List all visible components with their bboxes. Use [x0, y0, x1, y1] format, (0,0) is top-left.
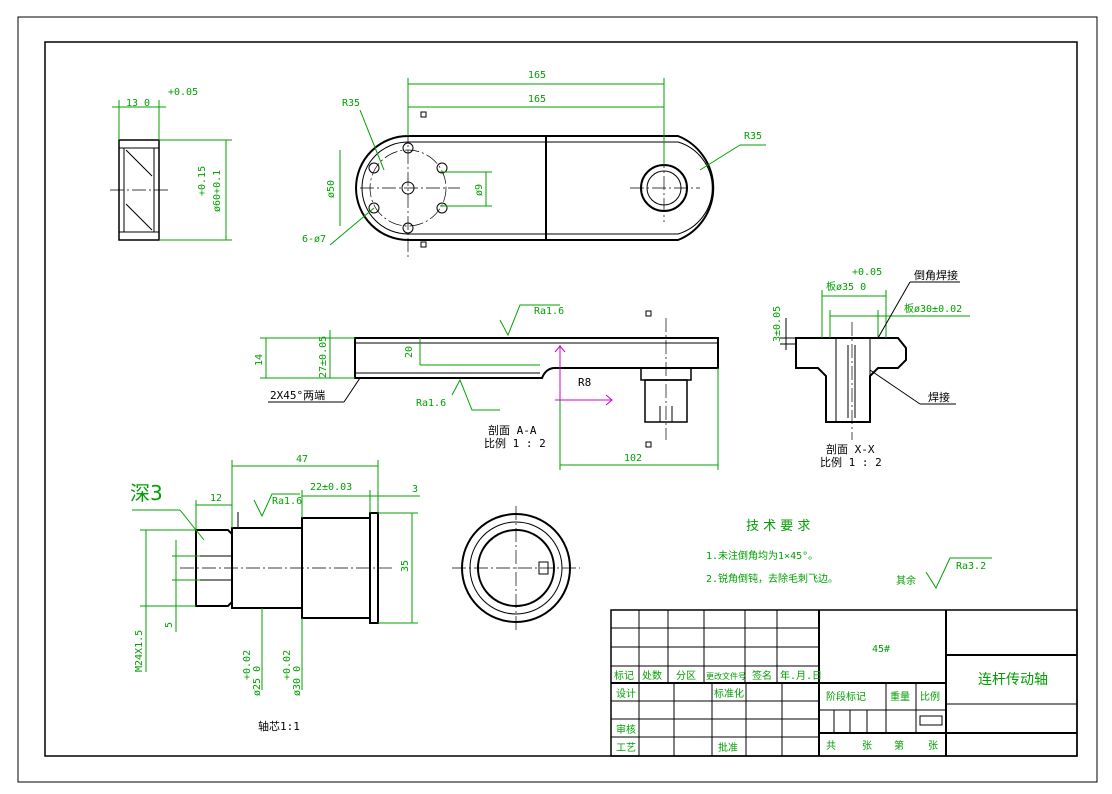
title-block: 45# 连杆传动轴 标记 处数 分区 更改文件号 签名 年.月.日 设计 标准化… — [610, 609, 1078, 757]
ring-tol-label: +0.05 — [168, 87, 198, 98]
ring-view: +0.05 13 0 +0.15 ø60+0.1 — [110, 87, 232, 241]
r35-left-label: R35 — [342, 98, 360, 109]
inner-border — [44, 41, 1078, 757]
xx-dim3-label: 3±0.05 — [772, 306, 783, 342]
hdr-date: 年.月.日 — [780, 669, 822, 682]
material-label: 45# — [872, 644, 890, 655]
xx-tol-label: +0.05 — [852, 267, 882, 278]
number-label: 第 — [894, 739, 904, 752]
section-aa-scale: 比例 1 : 2 — [484, 436, 546, 450]
thread-label: M24X1.5 — [134, 630, 145, 672]
shaft-ra-label: Ra1.6 — [272, 496, 302, 507]
weight-label: 重量 — [890, 690, 910, 703]
dim47-label: 47 — [296, 454, 308, 465]
dim35-label: 35 — [400, 560, 411, 572]
dia25-label: ø25 0 — [252, 666, 263, 696]
shaft-end-view — [452, 506, 580, 630]
part-name: 连杆传动轴 — [978, 672, 1048, 688]
stage-label: 阶段标记 — [826, 690, 866, 703]
tol30-label: +0.02 — [282, 650, 293, 680]
outer-border — [17, 16, 1098, 783]
section-aa-view: Ra1.6 Ra1.6 14 27±0.05 20 2X45°两端 R8 102… — [254, 304, 719, 470]
standard-label: 标准化 — [714, 687, 744, 700]
plate30-label: 板ø30±0.02 — [904, 302, 962, 315]
technical-requirements: 技 术 要 求 1.未注倒角均为1×45°。 2.锐角倒钝，去除毛刺飞边。 其余… — [706, 519, 992, 590]
section-aa-title: 剖面 A-A — [488, 423, 537, 437]
dim3-label: 3 — [412, 484, 418, 495]
dim5-label: 5 — [164, 622, 175, 628]
requirements-title: 技 术 要 求 — [746, 519, 810, 534]
tol25-label: +0.02 — [242, 650, 253, 680]
ratio-label: 比例 — [920, 690, 940, 703]
ra-bottom-label: Ra1.6 — [416, 398, 446, 409]
section-xx-view: +0.05 板ø35 0 倒角焊接 板ø30±0.02 3±0.05 焊接 剖面… — [772, 267, 970, 469]
weld-chamfer-label: 倒角焊接 — [914, 268, 958, 282]
dia30-label: ø30 0 — [292, 666, 303, 696]
weld-label: 焊接 — [928, 390, 950, 404]
shaft-view: 深3 47 12 Ra1.6 22±0.03 3 35 5 M24X1.5 +0… — [130, 454, 420, 733]
chamfer-note: 2X45°两端 — [270, 389, 325, 402]
shaft-scale-label: 轴芯1:1 — [258, 719, 300, 733]
ra-top-label: Ra1.6 — [534, 306, 564, 317]
hdr-mark: 标记 — [614, 670, 634, 682]
requirement-item-1: 1.未注倒角均为1×45°。 — [706, 549, 818, 562]
review-label: 审核 — [616, 723, 636, 736]
dim22-label: 22±0.03 — [310, 482, 352, 493]
requirement-item-2: 2.锐角倒钝，去除毛刺飞边。 — [706, 572, 838, 585]
sheet-label-1: 张 — [862, 740, 872, 752]
depth-label: 深3 — [130, 481, 163, 505]
dim20-label: 20 — [404, 346, 415, 358]
total-label: 共 — [826, 740, 836, 752]
section-xx-scale: 比例 1 : 2 — [820, 455, 882, 469]
ring-tol2-label: +0.15 — [197, 166, 208, 196]
hdr-doc: 更改文件号 — [706, 671, 746, 681]
dia9-label: ø9 — [474, 184, 485, 196]
design-label: 设计 — [616, 687, 636, 700]
ring-width-label: 13 0 — [126, 98, 150, 109]
dim102-label: 102 — [624, 453, 642, 464]
holes-label: 6-ø7 — [302, 234, 326, 245]
dim-165-outer: 165 — [528, 70, 546, 81]
rod-top-view: 165 165 R35 R35 ø50 ø9 6-ø7 — [302, 70, 766, 258]
r35-right-label: R35 — [744, 131, 762, 142]
section-xx-title: 剖面 X-X — [826, 442, 875, 456]
dim27-label: 27±0.05 — [318, 336, 329, 378]
approve-label: 批准 — [718, 741, 738, 754]
ring-diameter-label: ø60+0.1 — [212, 170, 223, 212]
process-label: 工艺 — [616, 742, 636, 754]
r8-label: R8 — [578, 376, 591, 389]
sheet-label-2: 张 — [928, 740, 938, 752]
dim-165-inner: 165 — [528, 94, 546, 105]
dia50-label: ø50 — [326, 180, 337, 198]
rest-ra-label: Ra3.2 — [956, 561, 986, 572]
rest-label: 其余 — [896, 574, 916, 587]
dim14-label: 14 — [254, 354, 265, 366]
hdr-sign: 签名 — [752, 669, 772, 682]
plate35-label: 板ø35 0 — [826, 280, 866, 293]
hdr-count: 处数 — [642, 669, 662, 682]
dim12-label: 12 — [210, 493, 222, 504]
hdr-zone: 分区 — [676, 670, 696, 682]
